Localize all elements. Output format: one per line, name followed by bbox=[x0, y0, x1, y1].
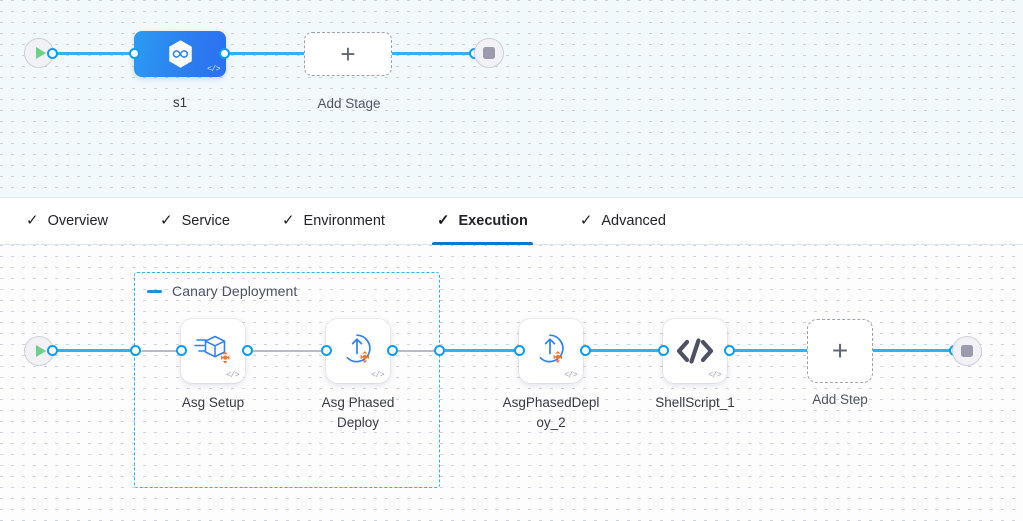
asgphaseddeploy2-output-port[interactable] bbox=[580, 345, 591, 356]
link-add-to-end[interactable] bbox=[390, 52, 480, 55]
tab-service[interactable]: ✓ Service bbox=[158, 198, 232, 245]
plus-icon: + bbox=[831, 335, 849, 366]
step-node-shellscript-1[interactable]: </> bbox=[663, 319, 727, 383]
add-step-node[interactable]: + bbox=[807, 319, 873, 383]
shell-script-icon bbox=[676, 338, 714, 364]
link-group-to-asgphaseddeploy2[interactable] bbox=[438, 349, 522, 352]
step-group-title: Canary Deployment bbox=[172, 283, 298, 299]
execution-canvas[interactable]: Canary Deployment bbox=[0, 245, 1023, 521]
add-stage-button[interactable]: + bbox=[304, 32, 392, 76]
add-stage-node[interactable]: + bbox=[304, 32, 392, 76]
link-asg-setup-to-asg-phased-deploy[interactable] bbox=[247, 350, 325, 352]
link-group-in-to-asg-setup[interactable] bbox=[140, 350, 182, 352]
asg-setup-output-port[interactable] bbox=[242, 345, 253, 356]
step-node-asg-phased-deploy[interactable]: </> bbox=[326, 319, 390, 383]
tab-label: Environment bbox=[303, 213, 385, 229]
asg-phased-deploy-output-port[interactable] bbox=[387, 345, 398, 356]
asg-phased-deploy-input-port[interactable] bbox=[321, 345, 332, 356]
link-asgphaseddeploy2-to-shellscript[interactable] bbox=[584, 349, 666, 352]
plus-icon: + bbox=[340, 39, 356, 69]
tab-environment[interactable]: ✓ Environment bbox=[280, 198, 387, 245]
step-code-badge[interactable]: </> bbox=[564, 371, 577, 380]
step-group-canary-deployment[interactable]: Canary Deployment bbox=[134, 272, 440, 488]
step-label-asgphaseddeploy-2: AsgPhasedDepl oy_2 bbox=[502, 395, 600, 430]
tab-overview[interactable]: ✓ Overview bbox=[24, 198, 110, 245]
asg-setup-input-port[interactable] bbox=[176, 345, 187, 356]
asg-setup-icon bbox=[194, 335, 230, 364]
stage-config-tabs: ✓ Overview ✓ Service ✓ Environment ✓ Exe… bbox=[0, 197, 1023, 245]
step-label-shellscript-1: ShellScript_1 bbox=[655, 395, 735, 410]
link-asg-phased-deploy-to-group-out[interactable] bbox=[392, 350, 436, 352]
stage-node-s1[interactable]: </> bbox=[134, 31, 226, 77]
step-card[interactable]: </> bbox=[326, 319, 390, 383]
tab-label: Advanced bbox=[601, 213, 666, 229]
stage-code-badge[interactable]: </> bbox=[207, 65, 220, 74]
step-code-badge[interactable]: </> bbox=[226, 371, 239, 380]
asg-phased-deploy-icon bbox=[346, 334, 371, 363]
step-code-badge[interactable]: </> bbox=[708, 371, 721, 380]
step-card[interactable]: </> bbox=[181, 319, 245, 383]
check-icon: ✓ bbox=[579, 211, 593, 229]
link-stage-to-add[interactable] bbox=[220, 52, 312, 55]
step-group-header[interactable]: Canary Deployment bbox=[147, 283, 297, 299]
play-icon bbox=[35, 345, 46, 357]
step-code-badge[interactable]: </> bbox=[371, 371, 384, 380]
tab-execution[interactable]: ✓ Execution bbox=[431, 198, 533, 245]
step-node-asgphaseddeploy-2[interactable]: </> bbox=[519, 319, 583, 383]
check-icon: ✓ bbox=[160, 211, 173, 229]
tab-advanced[interactable]: ✓ Advanced bbox=[578, 198, 668, 245]
execution-start-output-port[interactable] bbox=[47, 345, 58, 356]
group-input-port[interactable] bbox=[130, 345, 141, 356]
start-output-port[interactable] bbox=[47, 48, 58, 59]
check-icon: ✓ bbox=[281, 211, 295, 229]
pipeline-end-node[interactable] bbox=[474, 38, 504, 68]
tab-label: Service bbox=[181, 213, 230, 229]
check-icon: ✓ bbox=[26, 211, 39, 229]
check-icon: ✓ bbox=[436, 211, 450, 229]
stop-icon bbox=[483, 47, 495, 59]
link-start-to-stage[interactable] bbox=[48, 52, 140, 55]
stage-output-port[interactable] bbox=[219, 48, 230, 59]
stop-icon bbox=[961, 345, 973, 357]
play-icon bbox=[35, 47, 46, 59]
link-start-to-group[interactable] bbox=[48, 349, 138, 352]
step-card[interactable]: </> bbox=[519, 319, 583, 383]
add-step-button[interactable]: + bbox=[807, 319, 873, 383]
add-stage-label: Add Stage bbox=[317, 96, 381, 111]
stage-canvas[interactable]: </> s1 + Add Stage bbox=[0, 0, 1023, 197]
execution-end-node[interactable] bbox=[952, 336, 982, 366]
add-step-label: Add Step bbox=[812, 392, 868, 407]
minus-icon[interactable] bbox=[147, 289, 162, 293]
stage-input-port[interactable] bbox=[129, 48, 140, 59]
shellscript-input-port[interactable] bbox=[658, 345, 669, 356]
step-node-asg-setup[interactable]: </> bbox=[181, 319, 245, 383]
asgphaseddeploy2-input-port[interactable] bbox=[514, 345, 525, 356]
asg-phased-deploy-icon bbox=[539, 334, 564, 363]
link-add-step-to-end[interactable] bbox=[870, 349, 958, 352]
step-label-asg-phased-deploy: Asg Phased Deploy bbox=[321, 395, 395, 430]
execution-end-circle[interactable] bbox=[952, 336, 982, 366]
step-card[interactable]: </> bbox=[663, 319, 727, 383]
deployment-hexagon-icon bbox=[168, 40, 192, 68]
stage-label: s1 bbox=[172, 95, 188, 110]
group-output-port[interactable] bbox=[434, 345, 445, 356]
link-shellscript-to-add-step[interactable] bbox=[728, 349, 810, 352]
tab-label: Execution bbox=[458, 213, 528, 229]
shellscript-output-port[interactable] bbox=[724, 345, 735, 356]
tab-label: Overview bbox=[47, 213, 109, 229]
step-label-asg-setup: Asg Setup bbox=[181, 395, 245, 410]
stage-node-card[interactable]: </> bbox=[134, 31, 226, 77]
end-node-circle[interactable] bbox=[474, 38, 504, 68]
